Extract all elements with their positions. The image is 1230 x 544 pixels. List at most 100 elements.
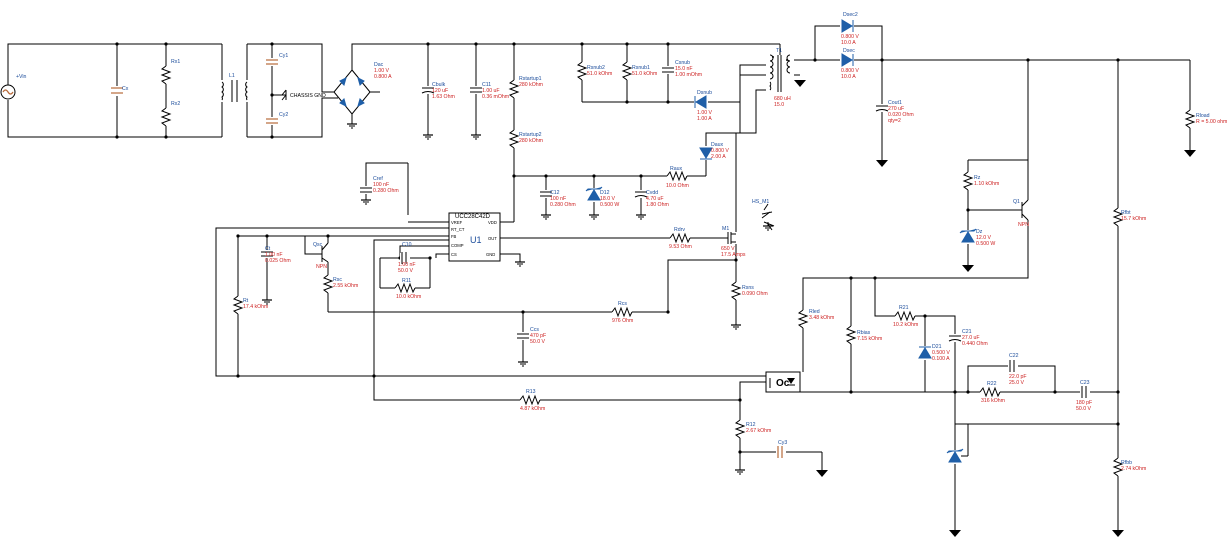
cout1-label: Cout1 — [888, 100, 902, 106]
c23-v1: 180 pF — [1076, 400, 1092, 406]
rsc-label: Rsc — [333, 277, 342, 283]
rbias-v1: 7.15 kOhm — [857, 336, 882, 342]
c22-label: C22 — [1009, 353, 1019, 359]
r21-resistor[interactable]: R21 10.2 kOhm — [893, 305, 918, 328]
r22-resistor[interactable]: R22 316 kOhm — [979, 381, 1005, 404]
rt-resistor[interactable]: Rt 17.4 kOhm — [232, 295, 268, 315]
u1-pin-comp: COMP — [451, 243, 464, 248]
d12-v2: 0.500 W — [600, 202, 619, 208]
u1-pin-fb: FB — [451, 234, 457, 239]
ground-icon — [962, 265, 974, 272]
dz-zener[interactable]: Dz 12.0 V 0.500 W — [959, 228, 995, 247]
oc-optocoupler[interactable]: Oc — [765, 371, 801, 393]
csnub-v1: 15.0 nF — [675, 66, 693, 72]
rfbb-resistor[interactable]: Rfbb 2.74 kOhm — [1112, 457, 1146, 477]
c11-capacitor[interactable]: C11 1.00 uF 0.36 mOhm — [470, 82, 509, 100]
ground-icon — [360, 199, 372, 205]
dac-v2: 0.800 A — [374, 74, 392, 80]
dsnub-diode[interactable]: Dsnub 1.00 V 1.00 A — [694, 90, 713, 122]
u1-controller[interactable]: UCC28C42D U1 VREF VDD RT_CT FB OUT COMP … — [448, 212, 501, 262]
rfbt-resistor[interactable]: Rfbt 15.7 kOhm — [1112, 207, 1146, 227]
cy3-label: Cy3 — [778, 440, 787, 446]
u1-pin-rtct: RT_CT — [451, 227, 465, 232]
rx1-label: Rx1 — [171, 59, 180, 65]
c10-v2: 50.0 V — [398, 268, 414, 274]
ground-icon — [517, 361, 529, 367]
chassis-label: CHASSIS GND — [290, 93, 326, 99]
rsc-resistor[interactable]: Rsc 2.55 kOhm — [322, 274, 358, 294]
ccs-capacitor[interactable]: Ccs 470 pF 50.0 V — [517, 327, 546, 345]
rstartup1-v1: 280 kOhm — [519, 82, 543, 88]
r11-label: R11 — [402, 278, 411, 284]
cvdd-v1: 4.70 uF — [646, 196, 664, 202]
c23-capacitor[interactable]: C23 180 pF 50.0 V — [1076, 380, 1092, 412]
rz-resistor[interactable]: Rz 1.10 kOhm — [962, 171, 999, 191]
ground-icon — [734, 469, 746, 475]
rstartup2-resistor[interactable]: Rstartup2 280 kOhm — [508, 129, 543, 149]
rx2-resistor[interactable]: Rx2 — [160, 101, 180, 127]
vin-source[interactable]: +Vin — [0, 74, 27, 100]
ground-icon — [540, 214, 552, 220]
c22-capacitor[interactable]: C22 22.0 pF 25.0 V — [1008, 353, 1027, 386]
m1-mosfet[interactable]: M1 650 V 17.5 Amps — [721, 226, 746, 258]
c23-v2: 50.0 V — [1076, 406, 1092, 412]
ground-icon — [346, 123, 358, 129]
dsec-diode[interactable]: Dsec 0.800 V 10.0 A — [840, 48, 859, 80]
rled-resistor[interactable]: Rled 3.48 kOhm — [797, 309, 834, 329]
ccs-label: Ccs — [530, 327, 539, 333]
d21-diode[interactable]: D21 0.500 V 0.100 A — [918, 344, 950, 362]
r22-v1: 316 kOhm — [981, 398, 1005, 404]
rdrv-resistor[interactable]: Rdrv 9.53 Ohm — [669, 227, 692, 250]
ct-capacitor[interactable]: Ct 1.00 nF 0.025 Ohm — [261, 246, 291, 264]
csnub-capacitor[interactable]: Csnub 15.0 nF 1.00 mOhm — [662, 60, 702, 78]
rsns-resistor[interactable]: Rsns 0.090 Ohm — [730, 281, 768, 301]
r13-resistor[interactable]: R13 4.87 kOhm — [519, 389, 545, 412]
t1-transformer[interactable]: T1 680 uH 15.0 — [766, 48, 794, 108]
shunt-regulator[interactable] — [946, 424, 969, 464]
daux-diode[interactable]: Daux 0.800 V 2.00 A — [699, 142, 729, 160]
cy2-capacitor[interactable]: Cy2 — [266, 112, 288, 125]
cref-capacitor[interactable]: Cref 100 nF 0.280 Ohm — [360, 162, 408, 200]
rx1-resistor[interactable]: Rx1 — [160, 59, 180, 85]
c21-capacitor[interactable]: C21 27.0 uF 0.440 Ohm — [948, 329, 988, 347]
rbias-resistor[interactable]: Rbias 7.15 kOhm — [845, 325, 882, 345]
rsnub1-resistor[interactable]: Rsnub1 51.0 kOhm — [621, 61, 657, 81]
l1-choke[interactable]: L1 — [218, 73, 251, 102]
d12-v1: 18.0 V — [600, 196, 616, 202]
qsc-transistor[interactable]: Qsc NPN — [304, 236, 329, 270]
hsm1-heatsink[interactable]: HS_M1 — [752, 199, 775, 231]
rfbt-v1: 15.7 kOhm — [1121, 216, 1146, 222]
cy3-capacitor[interactable]: Cy3 — [776, 440, 787, 458]
raux-label: Raux — [670, 166, 683, 172]
cvdd-capacitor[interactable]: Cvdd 4.70 uF 1.80 Ohm — [634, 190, 669, 208]
rz-v1: 1.10 kOhm — [974, 181, 999, 187]
raux-resistor[interactable]: Raux 10.0 Ohm — [666, 166, 689, 189]
rcs-v1: 976 Ohm — [612, 318, 633, 324]
r12-resistor[interactable]: R12 2.67 kOhm — [734, 419, 771, 439]
rcs-resistor[interactable]: Rcs 976 Ohm — [611, 301, 633, 324]
rstartup2-v1: 280 kOhm — [519, 138, 543, 144]
rload-resistor[interactable]: Rload R = 5.00 ohm — [1184, 109, 1227, 129]
cy1-capacitor[interactable]: Cy1 — [266, 53, 288, 66]
cx-capacitor[interactable]: Cx — [111, 86, 129, 96]
cbulk-capacitor[interactable]: Cbulk 120 uF 1.63 Ohm — [421, 82, 455, 100]
c12-capacitor[interactable]: C12 100 nF 0.280 Ohm — [540, 190, 576, 208]
cout1-capacitor[interactable]: Cout1 270 uF 0.020 Ohm qty=2 — [875, 100, 914, 124]
cvdd-label: Cvdd — [646, 190, 658, 196]
ground-icon — [1112, 530, 1124, 537]
m1-label: M1 — [722, 226, 729, 232]
cbulk-v1: 120 uF — [432, 88, 448, 94]
dsec2-diode[interactable]: Dsec2 0.800 V 10.0 A — [840, 12, 859, 46]
ground-icon — [876, 160, 888, 167]
c22-v1: 22.0 pF — [1009, 374, 1027, 380]
dsec2-v1: 0.800 V — [841, 34, 859, 40]
q1-transistor[interactable]: Q1 NPN — [1013, 199, 1029, 228]
c10-capacitor[interactable]: C10 1.00 nF 50.0 V — [398, 242, 416, 274]
rsnub2-resistor[interactable]: Rsnub2 51.0 kOhm — [576, 61, 612, 81]
r11-resistor[interactable]: R11 10.0 kOhm — [394, 278, 421, 300]
dac-bridge[interactable]: Dac 1.00 V 0.800 A — [333, 62, 392, 115]
d12-zener[interactable]: D12 18.0 V 0.500 W — [585, 186, 619, 208]
cref-label: Cref — [373, 176, 383, 182]
rstartup1-resistor[interactable]: Rstartup1 280 kOhm — [508, 76, 543, 99]
